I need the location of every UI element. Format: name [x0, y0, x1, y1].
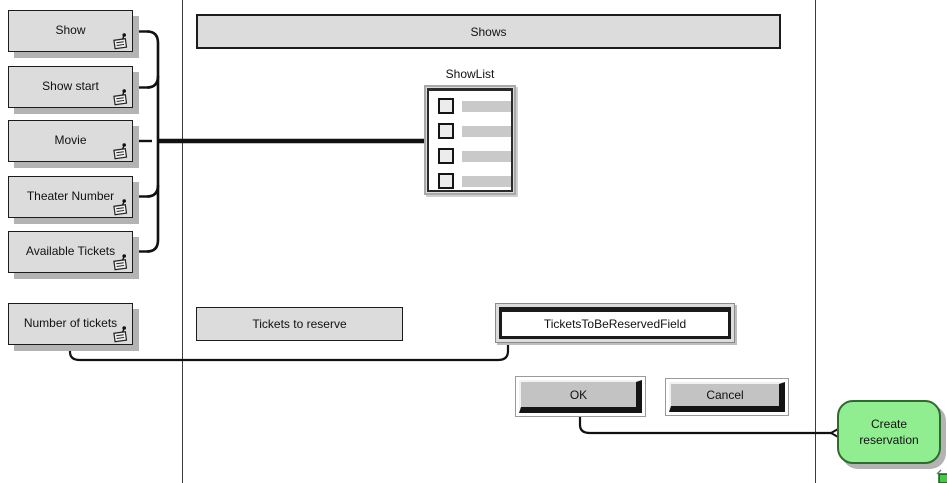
attribute-box-show-start[interactable]: Show start	[8, 66, 133, 108]
window-right-border	[815, 0, 816, 483]
checkbox-icon[interactable]	[438, 173, 454, 189]
note-icon	[113, 326, 128, 343]
attribute-label: Show start	[42, 79, 99, 93]
cancel-button[interactable]: Cancel	[665, 378, 789, 416]
note-icon	[113, 89, 128, 106]
attribute-label: Show	[55, 23, 86, 37]
showlist-item[interactable]	[438, 173, 511, 189]
attribute-label: Number of tickets	[23, 316, 118, 330]
attribute-box-movie[interactable]: Movie	[8, 120, 133, 162]
cancel-button-label: Cancel	[669, 382, 785, 412]
tickets-field-value: TicketsToBeReservedField	[499, 307, 731, 339]
note-icon	[113, 254, 128, 271]
attribute-box-show[interactable]: Show	[8, 10, 133, 52]
window-left-border	[182, 0, 183, 483]
corner-cursor-icon	[936, 469, 947, 483]
checkbox-icon[interactable]	[438, 123, 454, 139]
attribute-box-theater-number[interactable]: Theater Number	[8, 176, 133, 218]
tickets-to-reserve-label: Tickets to reserve	[196, 307, 403, 341]
checkbox-icon[interactable]	[438, 98, 454, 114]
attribute-label: Available Tickets	[25, 244, 116, 258]
showlist-items	[427, 88, 513, 192]
attribute-box-number-of-tickets[interactable]: Number of tickets	[8, 303, 133, 345]
showlist-item[interactable]	[438, 148, 511, 164]
note-icon	[113, 199, 128, 216]
note-icon	[113, 33, 128, 50]
showlist-label: ShowList	[445, 67, 495, 81]
showlist-item[interactable]	[438, 98, 511, 114]
attribute-label: Movie	[54, 133, 87, 147]
showlist-item[interactable]	[438, 123, 511, 139]
tickets-field[interactable]: TicketsToBeReservedField	[495, 303, 735, 343]
list-item-bar	[461, 125, 511, 137]
showlist-widget[interactable]	[424, 85, 516, 195]
create-reservation-action[interactable]: Create reservation	[837, 400, 941, 464]
tickets-to-reserve-text: Tickets to reserve	[252, 317, 347, 331]
ok-button-label: OK	[519, 380, 642, 413]
list-item-bar	[461, 175, 511, 187]
create-reservation-label: Create reservation	[859, 416, 919, 447]
note-icon	[113, 143, 128, 160]
checkbox-icon[interactable]	[438, 148, 454, 164]
attribute-box-available-tickets[interactable]: Available Tickets	[8, 231, 133, 273]
list-item-bar	[461, 150, 511, 162]
list-item-bar	[461, 100, 511, 112]
attribute-label: Theater Number	[26, 189, 115, 203]
window-title: Shows	[470, 24, 507, 39]
window-title-bar: Shows	[196, 14, 781, 49]
ok-button[interactable]: OK	[515, 376, 646, 417]
